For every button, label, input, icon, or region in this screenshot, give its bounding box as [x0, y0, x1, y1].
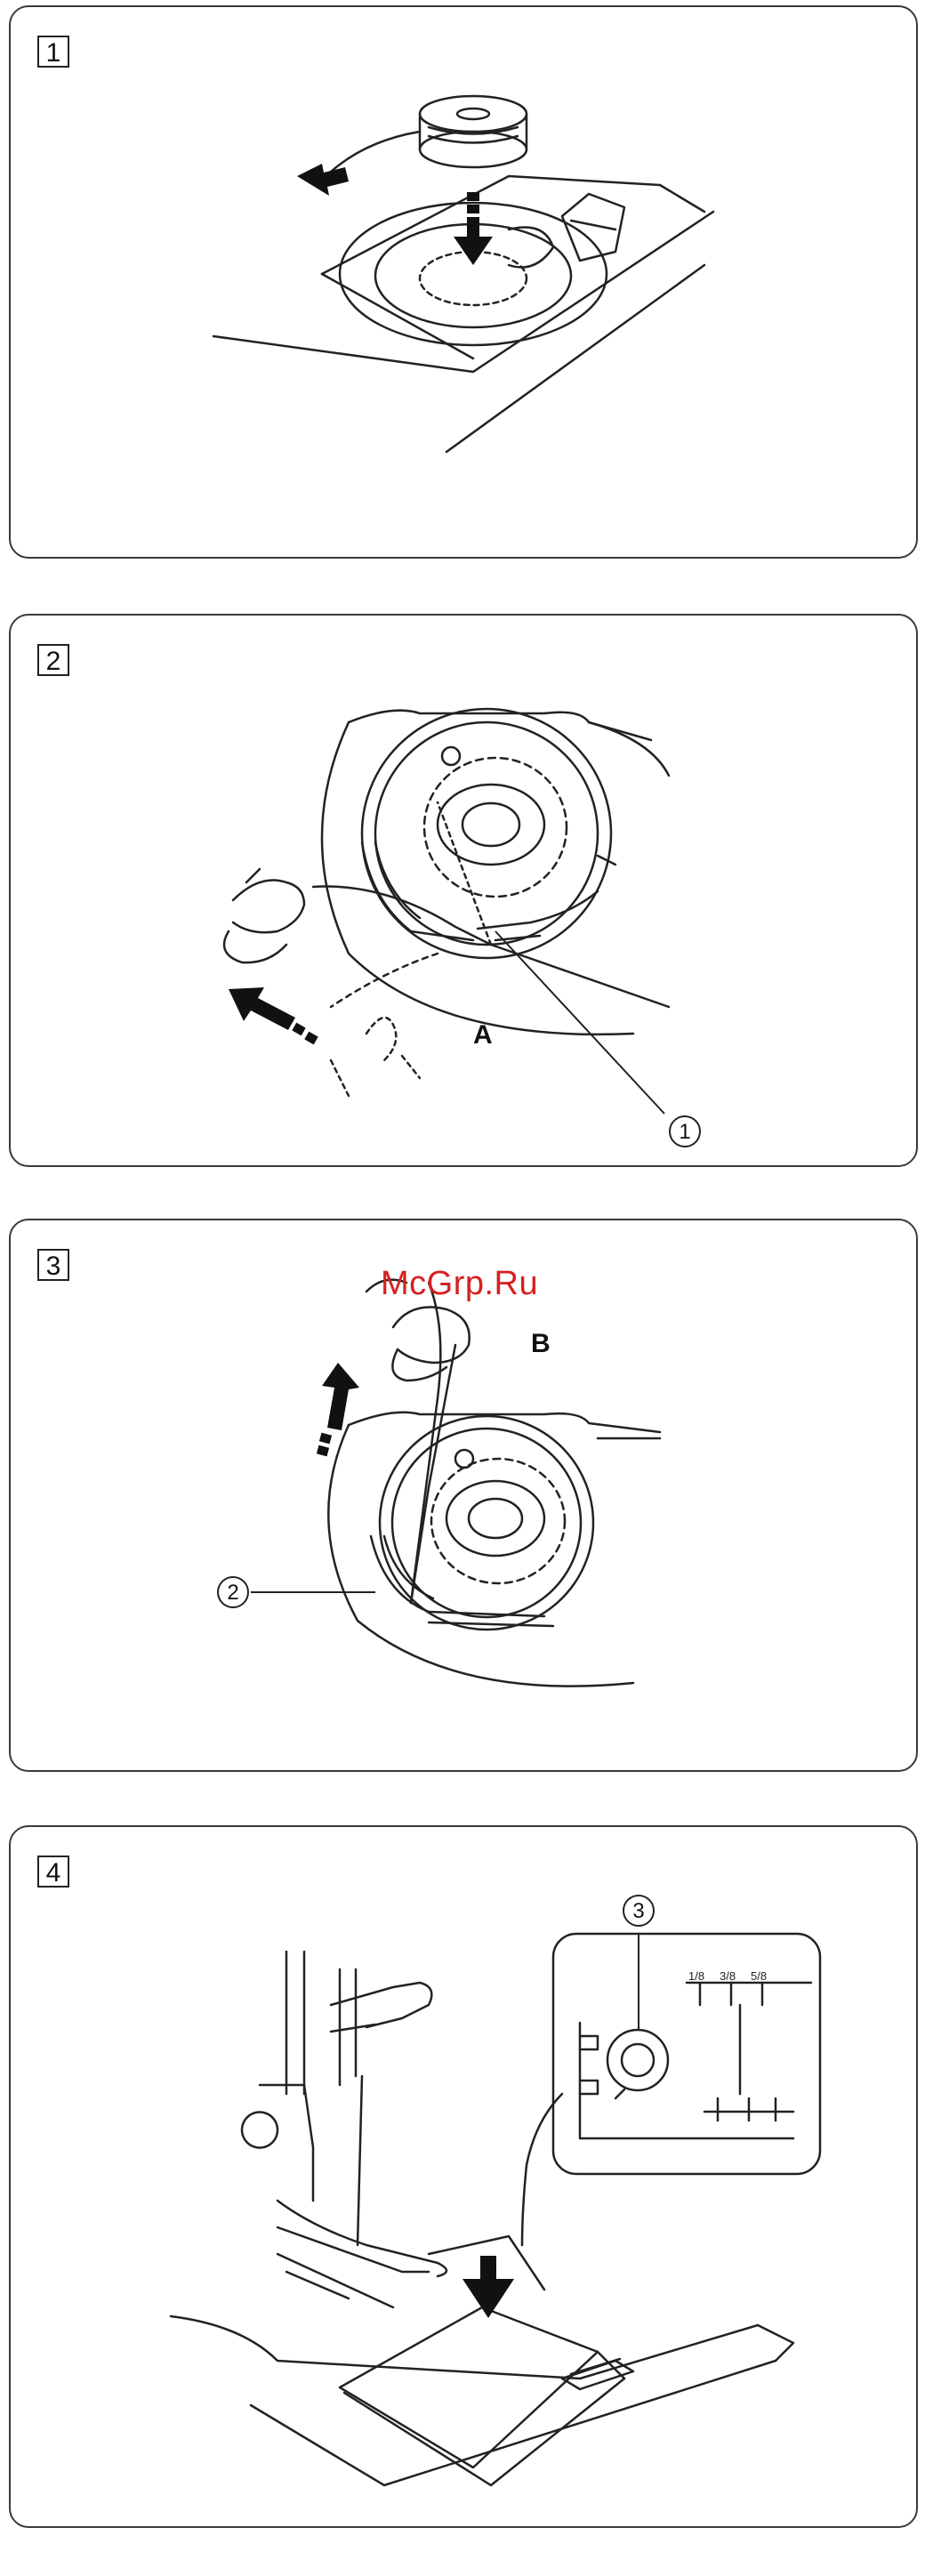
watermark-text: McGrp.Ru	[381, 1265, 538, 1303]
inset-tick-1: 1/8	[688, 1969, 704, 1983]
step-1-panel: 1	[9, 5, 918, 559]
step-2-panel: 2	[9, 614, 918, 1167]
bobbin-thread-guide-illustration	[11, 616, 916, 1165]
callout-2: 2	[217, 1576, 249, 1608]
bobbin-insert-illustration	[11, 7, 916, 557]
step-4-panel: 4	[9, 1825, 918, 2528]
callout-1: 1	[669, 1115, 701, 1147]
label-b: B	[531, 1329, 551, 1359]
callout-3: 3	[623, 1895, 655, 1927]
inset-tick-2: 3/8	[720, 1969, 736, 1983]
label-a: A	[473, 1020, 493, 1051]
inset-tick-3: 5/8	[751, 1969, 767, 1983]
cover-plate-attach-illustration	[11, 1827, 916, 2526]
